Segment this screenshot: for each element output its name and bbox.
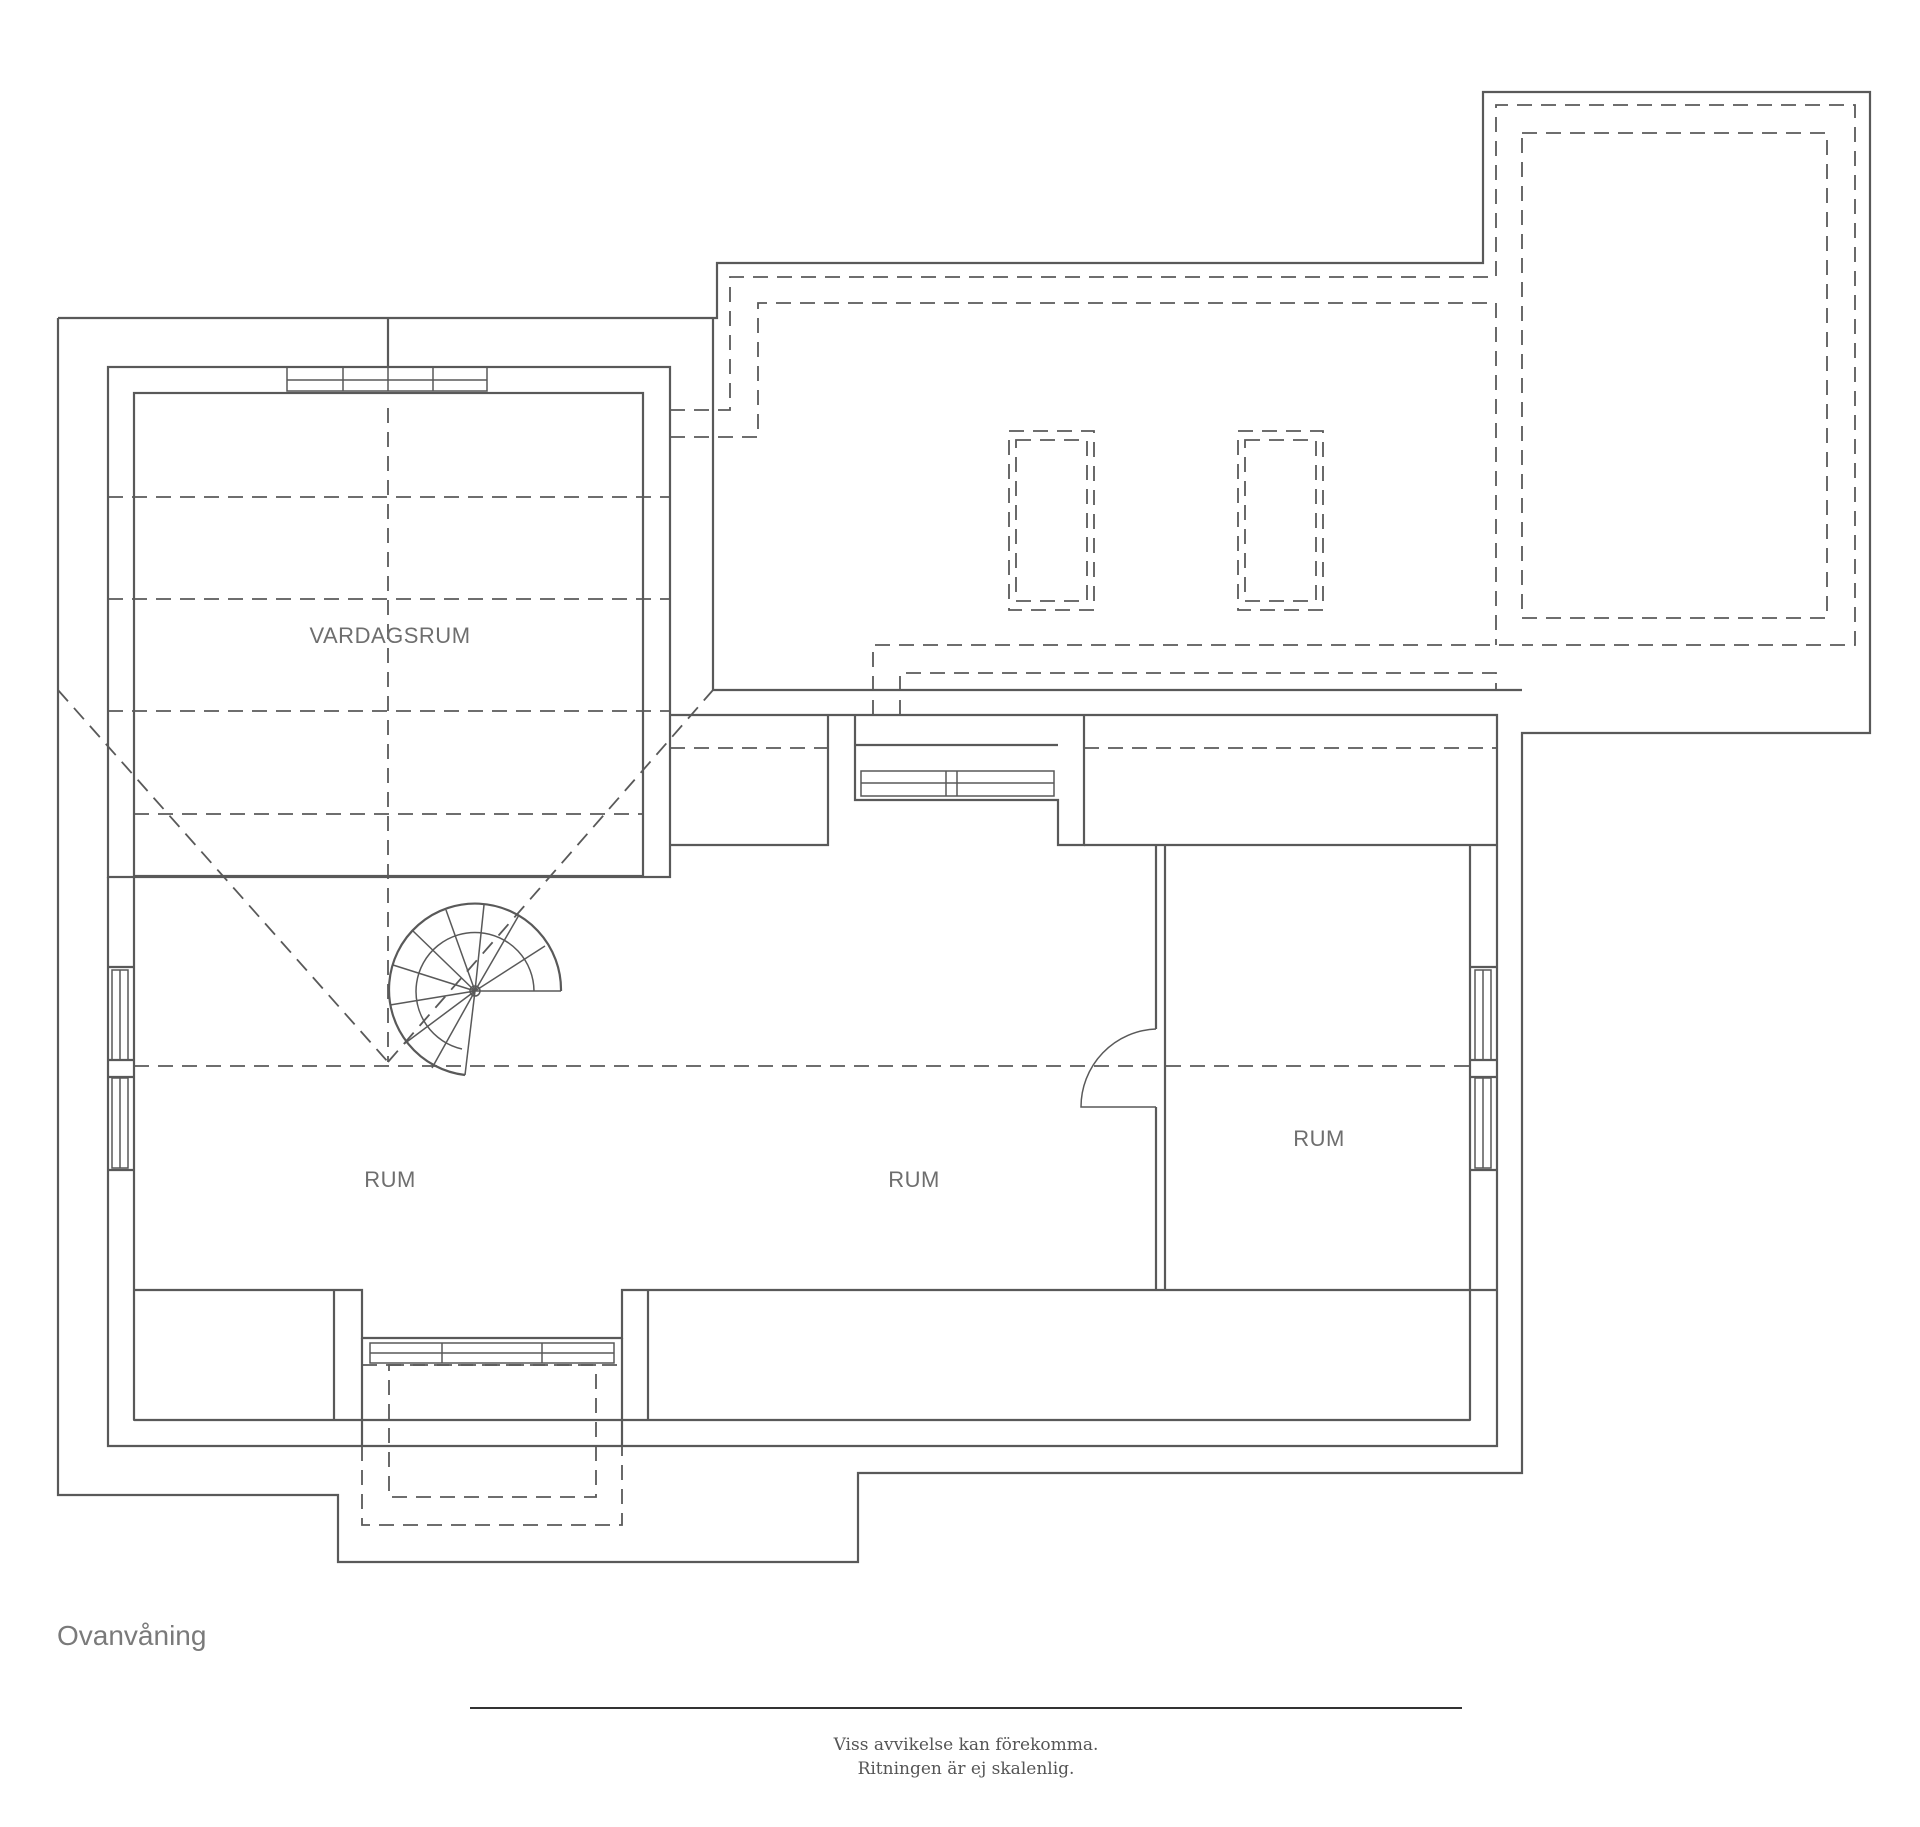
room-label-rum-left: RUM: [364, 1167, 416, 1192]
bottom-bay: [133, 1288, 1471, 1526]
floor-name: Ovanvåning: [57, 1620, 207, 1651]
divider-line: [470, 1707, 1462, 1709]
room-label-vardagsrum: VARDAGSRUM: [309, 623, 470, 648]
vardagsrum-block: [57, 365, 714, 1063]
room-label-rum-right: RUM: [1293, 1126, 1345, 1151]
disclaimer-line-2: Ritningen är ej skalenlig.: [857, 1759, 1075, 1779]
skylights: [1008, 430, 1324, 611]
disclaimer: Viss avvikelse kan förekomma. Ritningen …: [470, 1733, 1462, 1781]
spiral-staircase: [387, 902, 563, 1077]
eave-dashed-lines: [670, 104, 1856, 715]
right-room-walls: [1080, 845, 1497, 1292]
main-floor-block: [106, 713, 1499, 1448]
roof-outline: [56, 90, 1872, 1564]
side-windows: [108, 965, 1497, 1172]
disclaimer-line-1: Viss avvikelse kan förekomma.: [833, 1735, 1099, 1755]
room-label-rum-center: RUM: [888, 1167, 940, 1192]
floor-plan-drawing: VARDAGSRUM RUM RUM RUM: [56, 90, 1872, 1564]
